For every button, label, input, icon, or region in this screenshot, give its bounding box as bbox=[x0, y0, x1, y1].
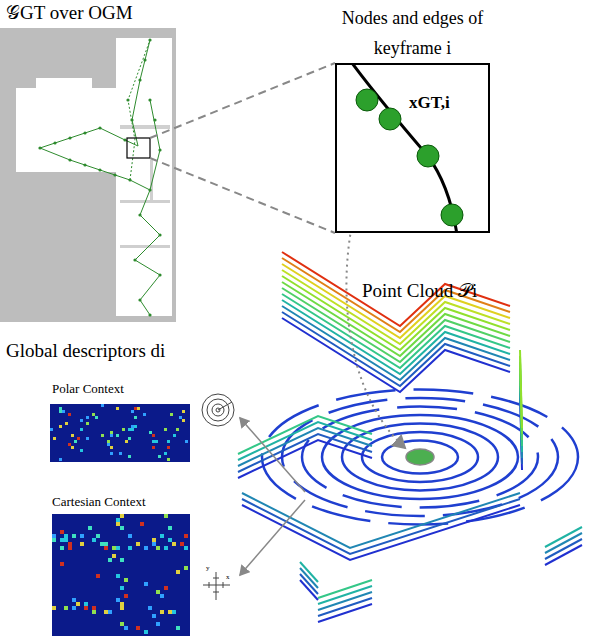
point-cloud bbox=[238, 252, 582, 622]
box-heading: Nodes and edges of keyframe i bbox=[328, 3, 498, 63]
cartesian-icon bbox=[203, 572, 230, 600]
zoom-box: Nodes and edges of keyframe ixGT,i bbox=[335, 63, 490, 233]
arrow bbox=[240, 500, 305, 575]
image-label: Cartesian Context bbox=[52, 494, 146, 510]
cloud-label: Point Cloud 𝒫i bbox=[362, 280, 477, 302]
descriptor-images bbox=[50, 404, 190, 636]
descriptor-label: Global descriptors di bbox=[6, 340, 165, 362]
occupancy-map bbox=[0, 28, 176, 322]
axis-label: x bbox=[226, 573, 230, 581]
zoom-line bbox=[150, 158, 335, 233]
zoom-line bbox=[150, 63, 335, 138]
pose-label: xGT,i bbox=[409, 93, 450, 113]
image-label: Polar Context bbox=[52, 381, 124, 397]
keyframe-graph bbox=[337, 65, 488, 231]
polar-icon bbox=[202, 394, 234, 426]
map-title: 𝒢GT over OGM bbox=[6, 2, 133, 24]
sensor-pose bbox=[406, 449, 434, 465]
arrow bbox=[240, 418, 305, 492]
axis-label: y bbox=[206, 564, 210, 572]
